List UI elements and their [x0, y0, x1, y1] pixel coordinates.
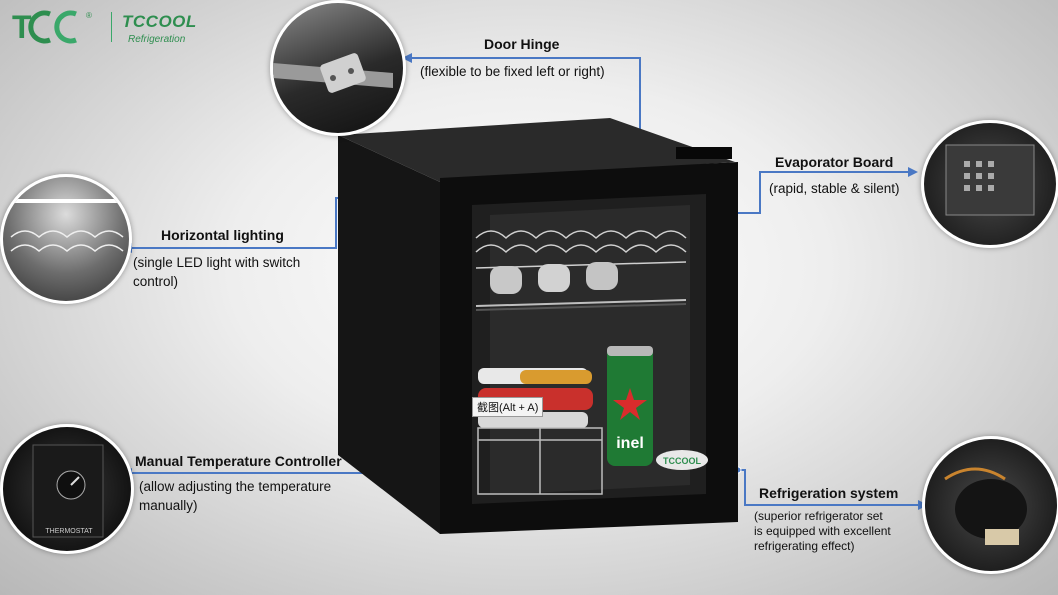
refrig-desc-line1: (superior refrigerator set — [754, 509, 883, 523]
logo-divider — [111, 12, 112, 42]
brand-logo: T ® TCCOOL Refrigeration — [10, 8, 196, 48]
door-logo: TCCOOL — [656, 450, 708, 470]
middle-shelf — [475, 299, 687, 307]
arrow-door-hinge — [402, 53, 412, 63]
refrig-title: Refrigeration system — [759, 485, 899, 501]
fridge-side — [338, 135, 440, 534]
lighting-desc-line1: (single LED light with switch — [133, 255, 301, 270]
refrig-desc-line2: is equipped with excellent — [754, 524, 891, 538]
compressor-photo — [922, 436, 1058, 574]
screenshot-overlay-label: 截图(Alt + A) — [472, 397, 544, 417]
door-hinge-title: Door Hinge — [484, 36, 560, 52]
hinge-block — [676, 147, 732, 159]
lighting-desc-line2: control) — [133, 274, 179, 289]
door-hinge-desc: (flexible to be fixed left or right) — [420, 64, 605, 79]
logo-mark: T ® — [10, 8, 95, 44]
door-hinge-photo — [270, 0, 406, 136]
svg-text:THERMOSTAT: THERMOSTAT — [45, 528, 93, 535]
evaporator-photo — [921, 120, 1058, 248]
temp-title: Manual Temperature Controller — [135, 453, 342, 469]
temp-desc-line1: (allow adjusting the temperature — [139, 479, 332, 494]
thermostat-photo: THERMOSTAT — [0, 424, 134, 554]
evaporator-desc: (rapid, stable & silent) — [769, 181, 900, 196]
temp-desc-line2: manually) — [139, 498, 198, 513]
refrig-desc-line3: refrigerating effect) — [754, 539, 855, 553]
registered-mark: ® — [86, 11, 92, 20]
lighting-title: Horizontal lighting — [161, 227, 284, 243]
evaporator-title: Evaporator Board — [775, 154, 894, 170]
logo-name: TCCOOL — [122, 12, 197, 31]
beer-can: inel — [607, 346, 653, 466]
logo-subtitle: Refrigeration — [128, 34, 186, 45]
arrow-evaporator — [908, 167, 918, 177]
can-text: inel — [616, 435, 644, 452]
lighting-photo — [0, 174, 132, 304]
svg-text:T: T — [12, 9, 32, 44]
fridge-top — [338, 118, 735, 182]
shelf-cans — [490, 262, 618, 294]
wire-basket — [477, 427, 603, 495]
svg-text:TCCOOL: TCCOOL — [663, 456, 701, 466]
